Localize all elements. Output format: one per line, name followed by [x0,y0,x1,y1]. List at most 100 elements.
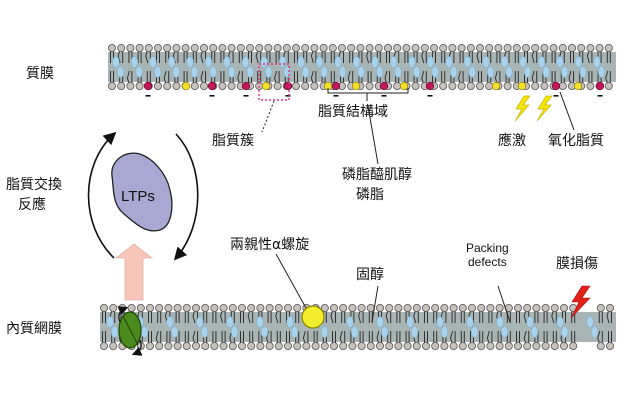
lipid-domain-bracket [327,88,409,94]
cholesterol [265,66,273,78]
ltps-label: LTPs [121,188,155,205]
cholesterol [530,326,539,338]
yellow-headgroup [351,81,361,91]
packing-defects-pointer [497,285,511,323]
cholesterol [406,316,414,328]
protein-motion-arrow [117,306,129,323]
negative-charge-mark [553,95,559,97]
cholesterol [346,316,354,328]
plasma-membrane-label: 質膜 [26,66,54,82]
cholesterol [560,66,569,78]
yellow-headgroup [573,81,583,91]
er-membrane-label: 內質網膜 [6,321,62,337]
negative-charge-mark [333,95,339,97]
cholesterol [186,56,194,68]
amphipathic-helix-label: 兩親性α螺旋 [230,237,310,253]
sterol-pointer [371,285,379,323]
cholesterol [166,316,174,328]
amphipathic-helix [301,305,325,329]
cholesterol [519,56,527,68]
cholesterol [445,56,453,68]
plasma-membrane [107,43,616,97]
cholesterol [191,66,199,78]
cycle-arrow-down [173,133,199,261]
transport-arrow-icon [115,243,153,301]
magenta-headgroup [241,81,251,91]
damage-lightning-icon [570,285,591,319]
cholesterol [110,326,119,338]
protein-stripe [122,315,139,346]
cholesterol [171,326,179,338]
cholesterol [246,66,254,78]
cholesterol [256,316,264,328]
cholesterol [560,326,569,338]
cholesterol [466,316,474,328]
cholesterol [500,56,509,68]
packing-defects-line-2: defects [468,254,507,269]
cholesterol [556,56,564,68]
pip-label-1: 磷脂醯肌醇 [342,167,412,183]
sterol-label: 固醇 [356,267,384,283]
cholesterol [590,326,599,338]
lipid-exchange-label-2: 反應 [18,197,46,213]
cholesterol [556,316,564,328]
cholesterol [436,316,444,328]
magenta-headgroup [283,81,293,91]
cholesterol [297,56,305,68]
cholesterol [241,56,250,68]
cholesterol [167,56,176,68]
cholesterol [315,56,324,68]
cholesterol [302,66,310,78]
membrane-band [100,312,616,342]
lipid-exchange-label-1: 脂質交換 [6,177,62,193]
magenta-headgroup [143,81,153,91]
pip-label-2: 磷脂 [356,187,384,203]
cholesterol [141,326,149,338]
cholesterol [209,66,217,78]
lipid-cluster-label: 脂質簇 [212,133,254,149]
cholesterol [468,66,476,78]
cholesterol [106,316,114,328]
negative-charge-mark [145,95,151,97]
cholesterol [286,316,294,328]
cholesterol [357,66,365,78]
amphipathic-helix-pointer [275,253,307,309]
cholesterol [526,316,534,328]
cholesterol [394,66,402,78]
yellow-headgroup [261,81,271,91]
cholesterol [291,326,299,338]
cholesterol [381,326,389,338]
lipid-domain-label: 脂質結構域 [318,104,388,120]
cholesterol [501,326,509,338]
cholesterol [231,326,239,338]
negative-charge-mark [243,95,249,97]
cholesterol [135,66,143,78]
cholesterol [586,316,594,328]
cholesterol [450,66,458,78]
cholesterol [320,66,328,78]
cholesterol [376,316,384,328]
lipid-cluster-box [258,63,290,101]
cholesterol [226,316,234,328]
membrane-damage-label: 膜損傷 [556,256,598,272]
cholesterol [112,56,120,68]
magenta-headgroup [551,81,561,91]
cholesterol [411,326,419,338]
stress-label: 應激 [498,133,526,149]
stress-lightning-icon [514,95,553,122]
oxidized-lipid-label: 氧化脂質 [548,133,604,149]
magenta-headgroup [595,81,605,91]
cholesterol [339,66,347,78]
cycle-arrow-up [87,131,117,259]
yellow-headgroup [491,81,501,91]
cholesterol [463,56,472,68]
magenta-headgroup [207,81,217,91]
cholesterol [523,66,532,78]
pip-pointer [367,105,379,165]
negative-charge-mark [285,95,291,97]
cholesterol [260,56,268,68]
magenta-headgroup [425,81,435,91]
cholesterol [408,56,416,68]
cholesterol [574,56,583,68]
cholesterol [426,56,435,68]
